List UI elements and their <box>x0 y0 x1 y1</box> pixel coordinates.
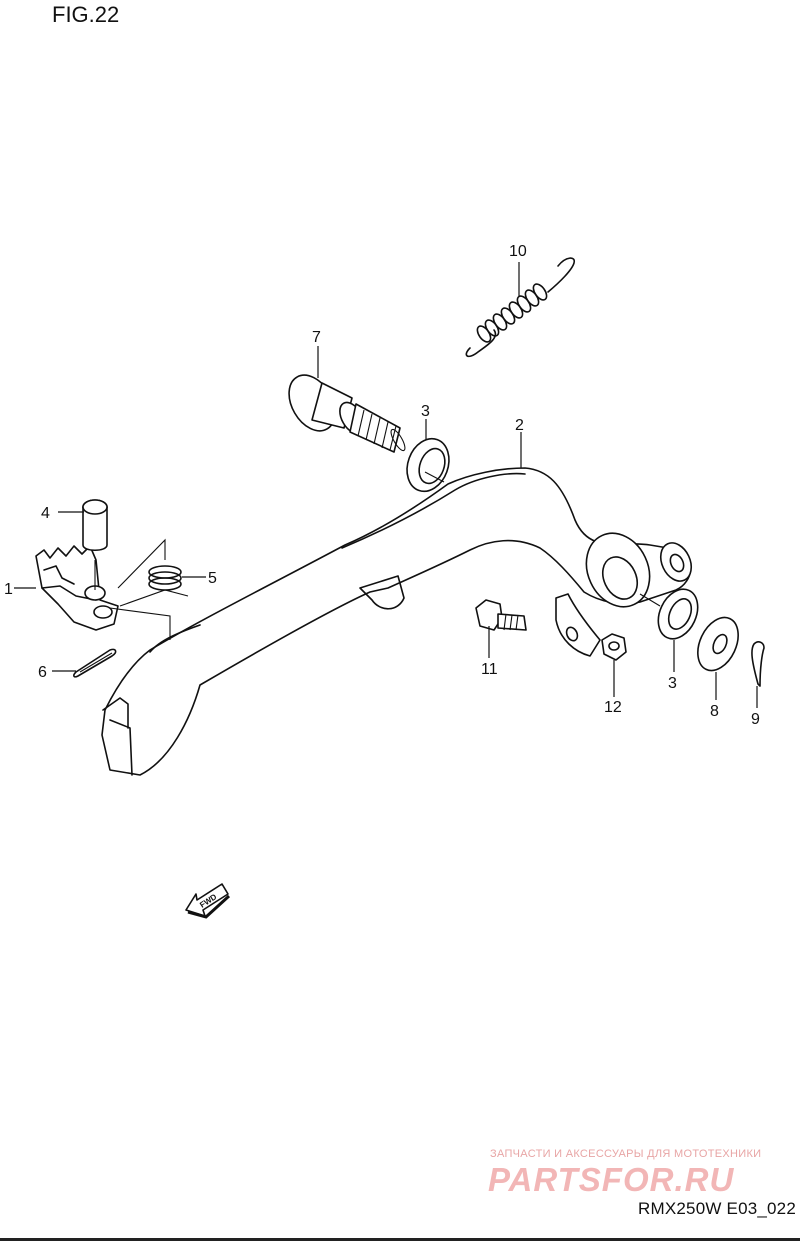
callout-7: 7 <box>312 329 321 346</box>
figure-title: FIG.22 <box>52 2 120 27</box>
part-5-footrest-spring <box>109 538 189 640</box>
callout-labels: 1 2 3 3 4 5 6 7 8 9 10 11 12 <box>4 243 760 728</box>
part-11-bolt <box>475 599 527 631</box>
bottom-border <box>0 1238 800 1241</box>
callout-3-upper: 3 <box>421 403 430 420</box>
part-3-lower-seal <box>657 588 699 640</box>
watermark-tagline: ЗАПЧАСТИ И АКСЕССУАРЫ ДЛЯ МОТОТЕХНИКИ <box>490 1148 762 1160</box>
callout-4: 4 <box>41 505 50 522</box>
part-9-cotter-pin <box>751 641 765 687</box>
callout-5: 5 <box>208 570 217 587</box>
figure-code: RMX250W E03_022 <box>638 1199 796 1218</box>
part-12-nut <box>601 633 627 661</box>
part-7-pivot-bolt <box>288 374 406 453</box>
leader-lines <box>14 262 758 708</box>
callout-6: 6 <box>38 664 47 681</box>
callout-10: 10 <box>509 243 527 260</box>
callout-1: 1 <box>4 581 13 598</box>
callout-9: 9 <box>751 711 760 728</box>
callout-8: 8 <box>710 703 719 720</box>
callout-11: 11 <box>481 661 498 678</box>
part-1-footrest <box>35 545 119 631</box>
watermark-logo: PARTSFOR.RU <box>488 1161 735 1198</box>
part-4-footrest-pin <box>82 499 108 590</box>
part-2-brake-pedal <box>101 467 693 776</box>
forward-arrow-icon: FWD <box>185 883 231 919</box>
part-8-washer <box>697 616 739 672</box>
callout-3-lower: 3 <box>668 675 677 692</box>
part-10-spring <box>465 257 576 358</box>
callout-12: 12 <box>604 699 622 716</box>
part-3-upper-seal <box>406 437 450 493</box>
callout-2: 2 <box>515 417 524 434</box>
part-6-cotter-pin <box>73 648 117 678</box>
